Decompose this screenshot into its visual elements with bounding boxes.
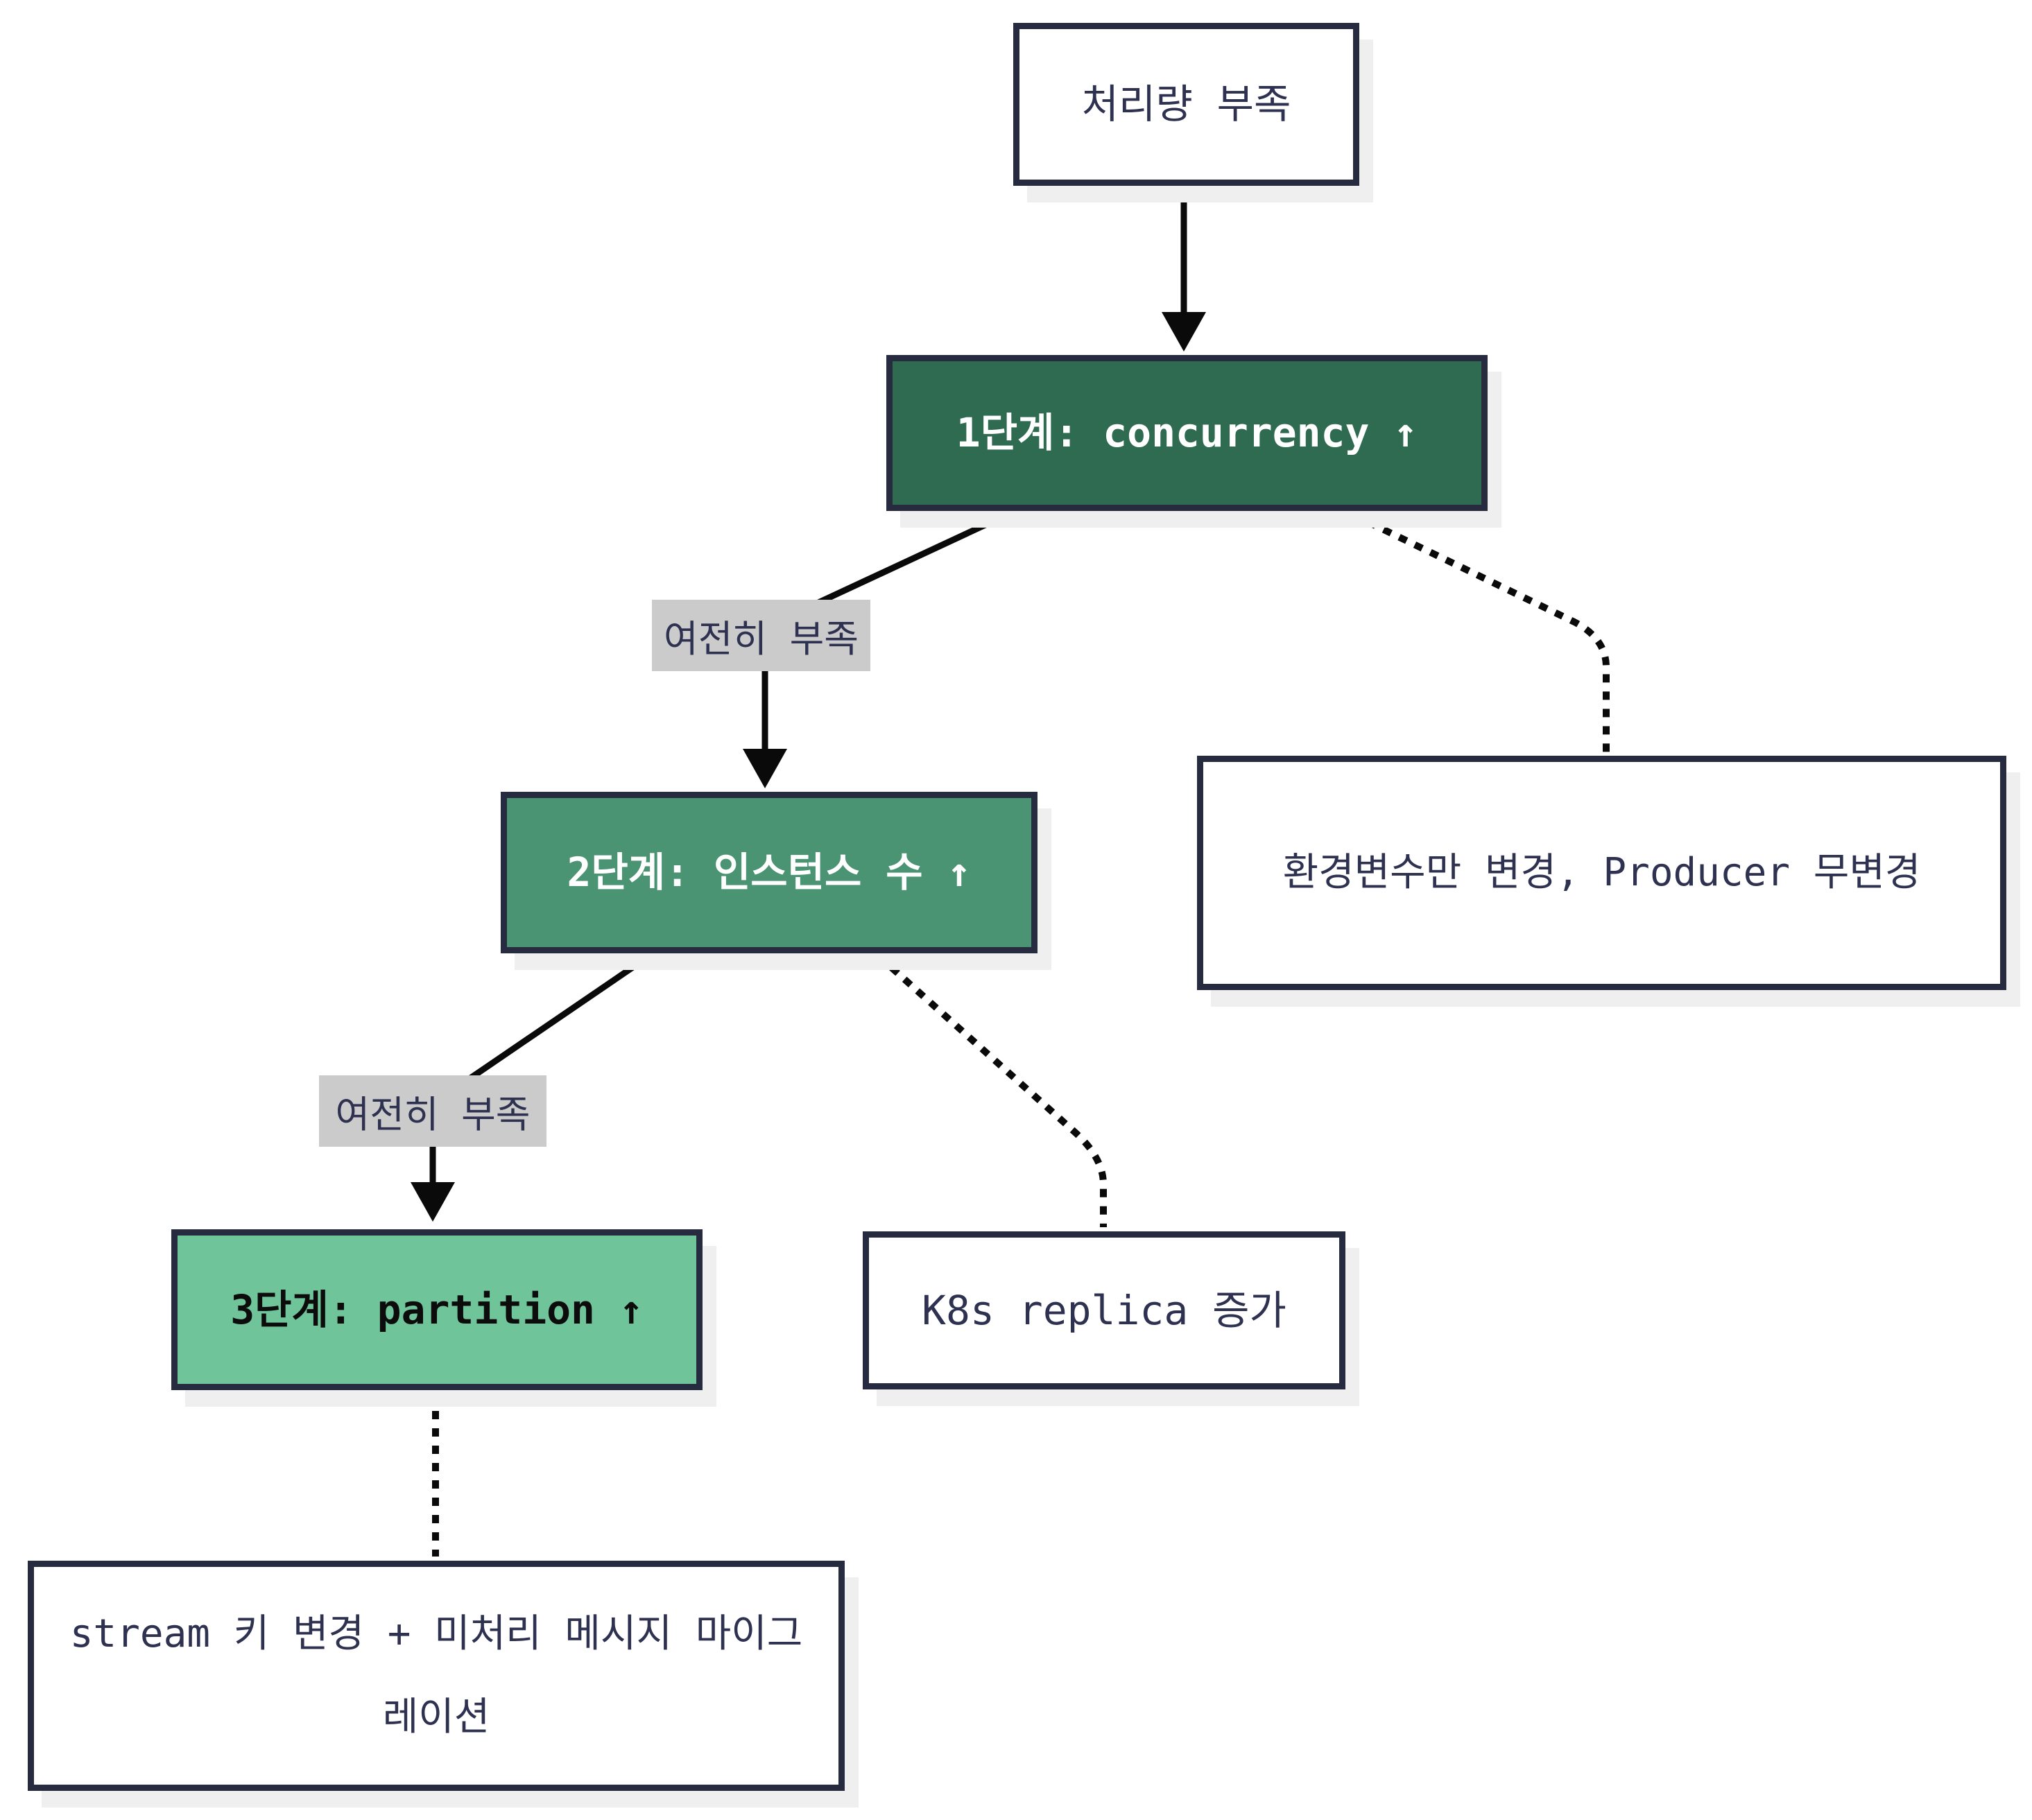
edge-label-still-insufficient-1: 여전히 부족 (652, 600, 870, 671)
node-step2-instance-count: 2단계: 인스턴스 수 ↑ (501, 792, 1037, 953)
arrowhead (411, 1182, 455, 1222)
node-step1-concurrency: 1단계: concurrency ↑ (886, 355, 1488, 511)
node-note-stream-key-migration: stream 키 변경 + 미처리 메시지 마이그레이션 (28, 1561, 845, 1791)
edge-start-to-step1 (1162, 189, 1206, 352)
edge-label-still-insufficient-2: 여전히 부족 (319, 1075, 546, 1147)
arrowhead (743, 749, 787, 788)
node-note-env-vars-only: 환경변수만 변경, Producer 무변경 (1197, 756, 2006, 990)
arrowhead (1162, 312, 1206, 352)
node-throughput-shortage: 처리량 부족 (1013, 23, 1359, 186)
node-note-k8s-replica: K8s replica 증가 (863, 1231, 1345, 1389)
edge-step2-to-note2 (876, 953, 1107, 1227)
edge-line (429, 953, 651, 1184)
edge-step1-to-note1 (1350, 511, 1610, 752)
edge-line-dotted (1350, 511, 1610, 752)
node-step3-partition: 3단계: partition ↑ (171, 1229, 703, 1390)
edge-line-dotted (876, 953, 1107, 1227)
